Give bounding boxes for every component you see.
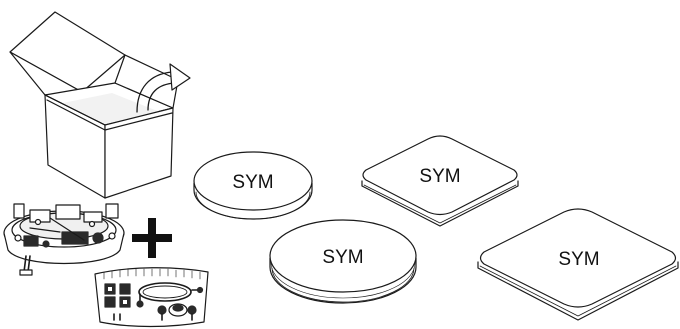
square-cover-small: SYM	[361, 135, 519, 227]
mount-base-icon	[3, 203, 125, 276]
open-box-arrow-icon	[9, 11, 191, 199]
accessory-bag-icon	[94, 267, 209, 328]
round-cover-large: SYM	[269, 219, 417, 304]
square-cover-large: SYM	[477, 208, 679, 321]
cover-label: SYM	[232, 172, 273, 193]
plus-sign	[132, 218, 172, 258]
cover-label: SYM	[419, 166, 460, 187]
cover-label: SYM	[558, 249, 599, 270]
cover-label: SYM	[322, 247, 363, 268]
round-cover-small: SYM	[193, 151, 313, 220]
